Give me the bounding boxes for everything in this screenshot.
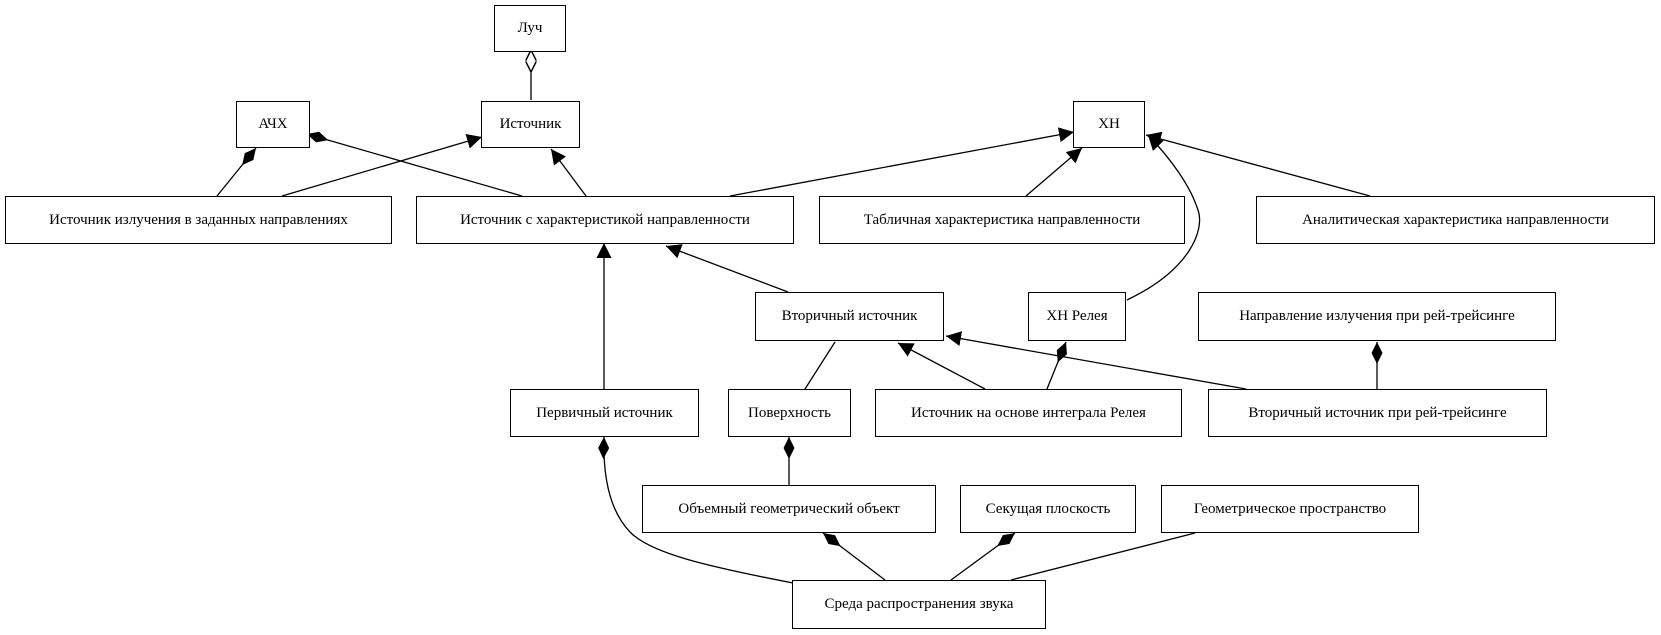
edge-ist-s-khar-istochnik — [550, 148, 587, 197]
node-luch: Луч — [494, 5, 566, 52]
node-khn: ХН — [1073, 101, 1145, 148]
node-perv-ist: Первичный источник — [510, 389, 699, 437]
edge-ist-s-khar-achkh — [306, 131, 523, 197]
node-napr-izluch: Направление излучения при рей-трейсинге — [1198, 292, 1556, 341]
node-achkh: АЧХ — [236, 101, 310, 148]
edge-anal-khar-khn — [1145, 131, 1371, 197]
edge-vtor-ist-rt-vtor-ist — [945, 331, 1247, 390]
node-khn-releya: ХН Релея — [1028, 292, 1126, 341]
node-vtor-ist: Вторичный источник — [755, 292, 944, 341]
edge-poverkhnost-vtor-ist — [804, 341, 836, 390]
node-tabl-khar: Табличная характеристика направленности — [819, 196, 1185, 244]
edge-ist-s-khar-khn — [729, 127, 1075, 197]
node-geom-prostr: Геометрическое пространство — [1161, 485, 1419, 533]
edge-sreda-perv-ist — [598, 436, 794, 584]
node-ist-izluch: Источник излучения в заданных направлени… — [5, 196, 392, 244]
edge-ist-izluch-istochnik — [281, 134, 483, 197]
node-ist-s-khar: Источник с характеристикой направленност… — [416, 196, 794, 244]
edge-ist-izluch-achkh — [216, 147, 257, 197]
edge-ist-integral-vtor-ist — [897, 342, 986, 390]
edge-sreda-sekush — [950, 532, 1016, 581]
node-ist-integral: Источник на основе интеграла Релея — [875, 389, 1182, 437]
node-sreda: Среда распространения звука — [792, 580, 1046, 629]
node-obem-obj: Объемный геометрический объект — [642, 485, 936, 533]
node-istochnik: Источник — [481, 101, 580, 148]
edge-sreda-obem-obj — [822, 532, 886, 581]
node-vtor-ist-rt: Вторичный источник при рей-трейсинге — [1208, 389, 1547, 437]
node-sekush: Секущая плоскость — [960, 485, 1136, 533]
node-anal-khar: Аналитическая характеристика направленно… — [1256, 196, 1655, 244]
edge-vtor-ist-ist-s-khar — [665, 244, 789, 293]
edge-khn-releya-khn — [1126, 134, 1201, 301]
edge-tabl-khar-khn — [1025, 147, 1083, 197]
edge-ist-integral-khn-releya — [1046, 341, 1067, 390]
node-poverkhnost: Поверхность — [728, 389, 851, 437]
edge-sreda-geom-prostr — [1010, 532, 1196, 581]
